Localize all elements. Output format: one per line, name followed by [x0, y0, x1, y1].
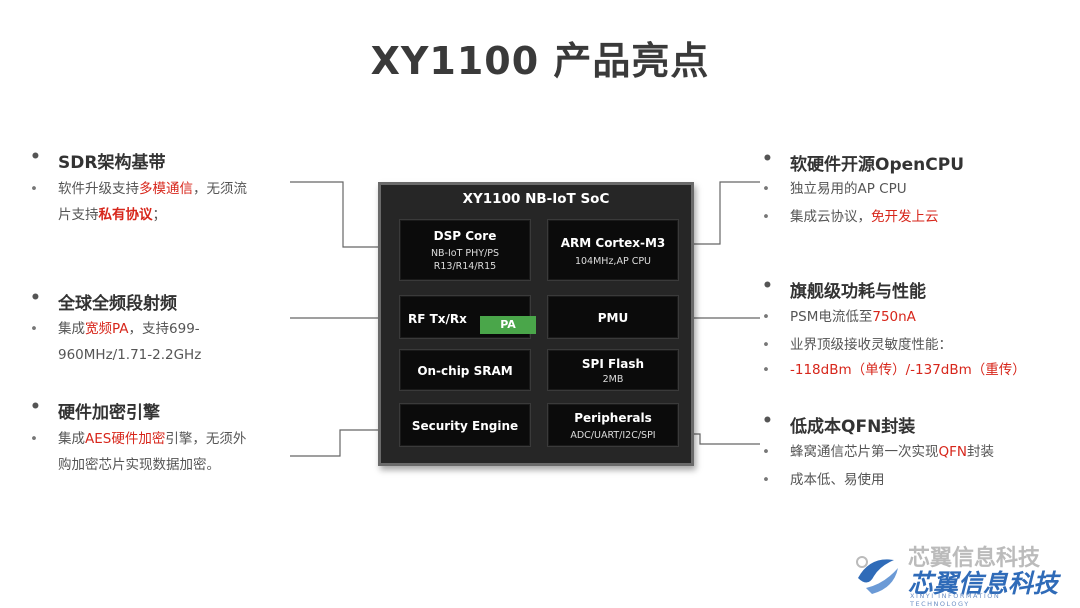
feature-heading: 软硬件开源OpenCPU [762, 149, 964, 175]
brand-watermark: 芯翼信息科技 芯翼信息科技 XINYI INFORMATION TECHNOLO… [850, 542, 1060, 608]
soc-title: XY1100 NB-IoT SoC [462, 191, 610, 207]
feature-line: 集成AES硬件加密引擎，无须外 [30, 426, 298, 452]
feature-line-cont: 片支持私有协议； [58, 207, 166, 223]
feature-heading: 旗舰级功耗与性能 [762, 276, 926, 302]
security-engine-block: Security Engine [399, 403, 531, 447]
watermark-main-text: 芯翼信息科技 [908, 569, 1059, 598]
feature-heading: SDR架构基带 [30, 147, 166, 173]
peripherals-block: Peripherals ADC/UART/I2C/SPI [547, 403, 679, 447]
feature-line: 集成云协议，免开发上云 [762, 204, 938, 230]
slide-title: XY1100 产品亮点 [370, 39, 710, 83]
spi-flash-block: SPI Flash 2MB [547, 349, 679, 391]
soc-diagram: XY1100 NB-IoT SoC DSP Core NB-IoT PHY/PS… [378, 182, 694, 466]
feature-heading: 低成本QFN封装 [762, 411, 915, 437]
feature-line: 独立易用的AP CPU [762, 176, 907, 202]
feature-heading: 硬件加密引擎 [30, 397, 160, 423]
feature-line: 成本低、易使用 [762, 467, 884, 493]
feature-line: PSM电流低至750nA [762, 304, 916, 330]
feature-line: -118dBm（单传）/-137dBm（重传） [762, 357, 1026, 383]
brand-logo-icon [856, 556, 898, 594]
feature-line: 蜂窝通信芯片第一次实现QFN封装 [762, 439, 994, 465]
pa-badge: PA [480, 316, 536, 334]
watermark-sub-text: XINYI INFORMATION TECHNOLOGY [910, 592, 1001, 608]
arm-cortex-block: ARM Cortex-M3 104MHz,AP CPU [547, 219, 679, 281]
feature-line: 业界顶级接收灵敏度性能： [762, 332, 952, 358]
watermark-top-text: 芯翼信息科技 [908, 546, 1041, 571]
feature-line: 软件升级支持多模通信，无须流 [30, 176, 298, 202]
pmu-block: PMU [547, 295, 679, 339]
sram-block: On-chip SRAM [399, 349, 531, 391]
feature-line-cont: 960MHz/1.71-2.2GHz [58, 347, 202, 363]
feature-line: 集成宽频PA，支持699- [30, 316, 298, 342]
dsp-core-block: DSP Core NB-IoT PHY/PS R13/R14/R15 [399, 219, 531, 281]
rf-block: RF Tx/Rx PA [399, 295, 536, 339]
feature-heading: 全球全频段射频 [30, 288, 177, 314]
feature-line-cont: 购加密芯片实现数据加密。 [58, 457, 220, 473]
